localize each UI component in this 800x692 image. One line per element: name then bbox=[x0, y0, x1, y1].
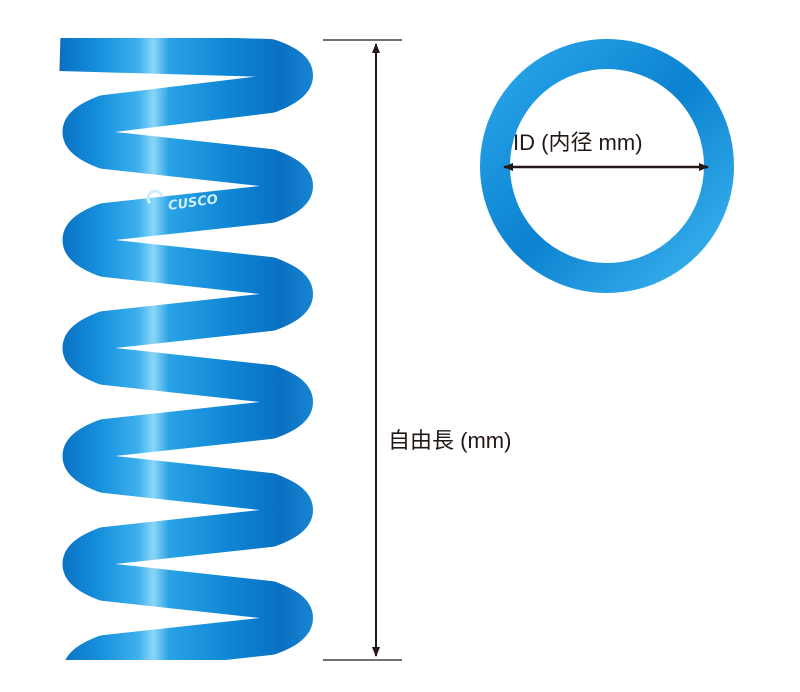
cusco-logo-mark-icon bbox=[146, 189, 164, 205]
coil-spring bbox=[59, 38, 313, 660]
spring-coil-band bbox=[59, 38, 313, 660]
cusco-logo: CUSCO bbox=[167, 192, 219, 214]
free-length-label: 自由長 (mm) bbox=[388, 428, 511, 453]
inner-diameter-label: ID (内径 mm) bbox=[513, 130, 643, 155]
spring-ring-cross-section bbox=[480, 39, 734, 293]
